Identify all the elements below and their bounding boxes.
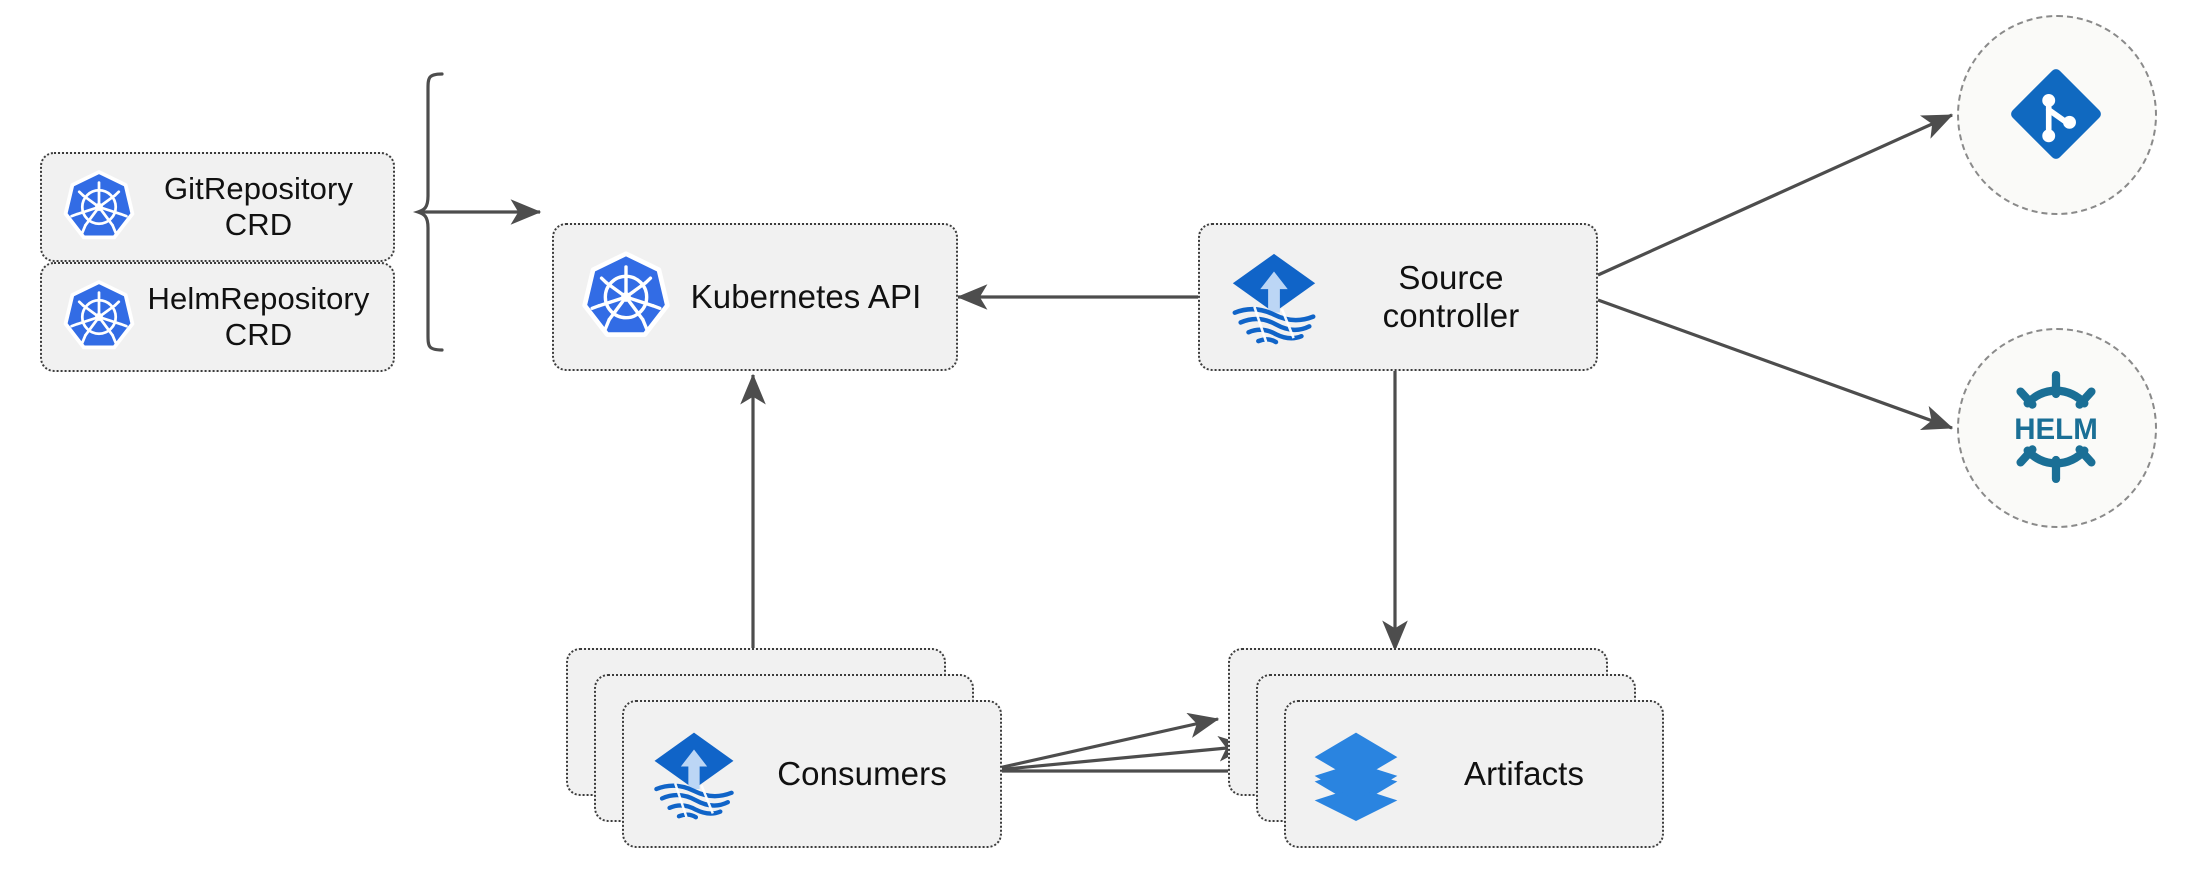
node-label: Consumers <box>777 754 947 792</box>
layers-icon <box>1308 726 1404 822</box>
flux-icon <box>646 726 742 822</box>
node-kubernetes-api[interactable]: Kubernetes API <box>552 223 958 371</box>
node-git-repository-crd[interactable]: GitRepository CRD <box>40 152 395 262</box>
wire-consumers-to-artifacts-2 <box>984 736 1250 773</box>
node-label: Artifacts <box>1463 754 1585 792</box>
wire-source-to-git <box>1597 113 1954 277</box>
kubernetes-icon <box>60 278 138 356</box>
wire-source-to-helm <box>1597 298 1954 431</box>
node-consumers[interactable]: Consumers <box>622 700 1002 848</box>
node-label: GitRepository CRD <box>163 171 354 242</box>
wire-consumers-to-artifacts-1 <box>984 712 1220 773</box>
flux-icon <box>1224 247 1324 347</box>
node-artifacts[interactable]: Artifacts <box>1284 700 1664 848</box>
helm-wordmark: HELM <box>2014 413 2098 446</box>
endpoint-helm[interactable]: HELM <box>1957 328 2157 528</box>
git-icon <box>2004 62 2110 168</box>
node-label: Source controller <box>1382 258 1520 334</box>
node-label: Kubernetes API <box>690 277 922 315</box>
crd-group-brace <box>412 72 444 352</box>
node-source-controller[interactable]: Source controller <box>1198 223 1598 371</box>
endpoint-git[interactable] <box>1957 15 2157 215</box>
kubernetes-icon <box>578 249 674 345</box>
helm-icon: HELM <box>1997 368 2117 488</box>
node-label: HelmRepository CRD <box>147 281 370 352</box>
kubernetes-icon <box>60 168 138 246</box>
node-helm-repository-crd[interactable]: HelmRepository CRD <box>40 262 395 372</box>
